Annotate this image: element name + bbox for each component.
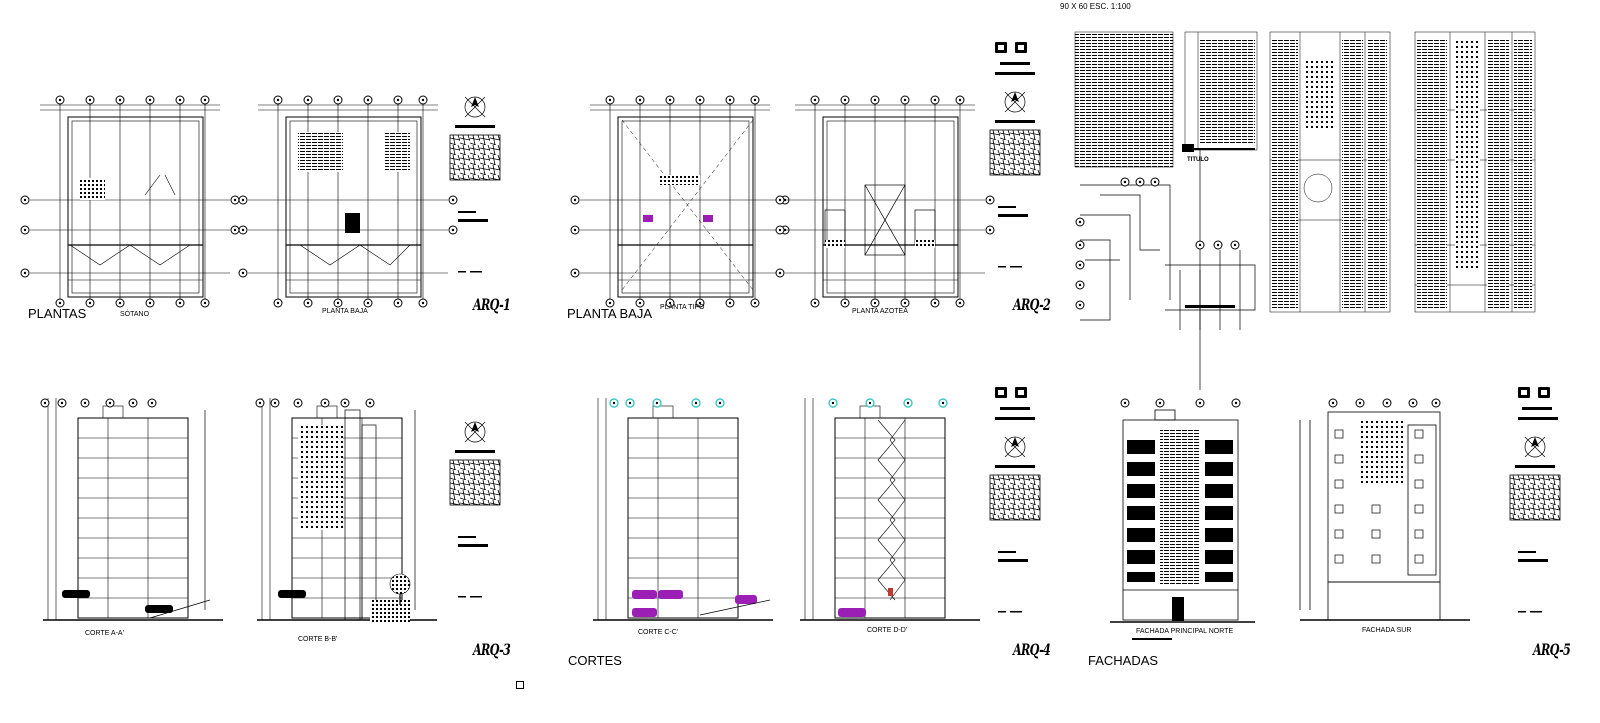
drawing-label-sotano: SÓTANO: [120, 311, 150, 318]
sheet-title-fachadas: FACHADAS: [1088, 653, 1159, 668]
drawing-label-planta-baja: PLANTA BAJA: [322, 308, 368, 315]
title-block-2: [989, 91, 1041, 268]
sheet-number-5: ARQ-5: [1533, 640, 1571, 659]
drawing-label-corte-b: CORTE B-B': [298, 636, 338, 643]
title-block-3: [449, 421, 501, 598]
drawing-label-planta-tipo: PLANTA TIPO: [660, 304, 705, 311]
sheet-number-2: ARQ-2: [1013, 295, 1051, 314]
fachada-norte: [1110, 409, 1255, 640]
title-block-4: [989, 436, 1041, 613]
detail-title-label: TITULO: [1187, 157, 1209, 163]
sheet-number-1: ARQ-1: [473, 295, 511, 314]
drawing-label-fachada-sur: FACHADA SUR: [1362, 627, 1412, 634]
corte-a: [42, 397, 224, 621]
drawing-label-planta-azotea: PLANTA AZOTEA: [852, 308, 908, 315]
scale-note: 90 X 60 ESC. 1:100: [1060, 2, 1131, 11]
drawing-label-corte-c: CORTE C-C': [638, 629, 679, 636]
drawing-label-corte-d: CORTE D-D': [867, 627, 908, 634]
title-block-1: [449, 96, 501, 273]
sheet-number-3: ARQ-3: [473, 640, 511, 659]
detail-tables: [1074, 31, 1536, 390]
drawing-label-corte-a: CORTE A-A': [85, 630, 124, 637]
sheet-title-cortes: CORTES: [568, 653, 622, 668]
corte-d: [799, 397, 981, 621]
sheet-title-plantas: PLANTAS: [28, 306, 87, 321]
plan-tipo: [571, 96, 789, 307]
title-block-5: [1509, 436, 1561, 613]
plan-sotano: [21, 96, 239, 307]
sheet-title-planta-baja: PLANTA BAJA: [567, 306, 653, 321]
corte-b: [256, 397, 438, 622]
sheet-number-4: ARQ-4: [1013, 640, 1051, 659]
plan-azotea: [776, 96, 994, 307]
drawing-label-fachada-norte: FACHADA PRINCIPAL NORTE: [1136, 628, 1234, 635]
plan-baja: [239, 96, 457, 307]
corte-c: [592, 397, 774, 621]
fachada-sur: [1299, 411, 1470, 621]
selection-marker[interactable]: [516, 681, 524, 689]
